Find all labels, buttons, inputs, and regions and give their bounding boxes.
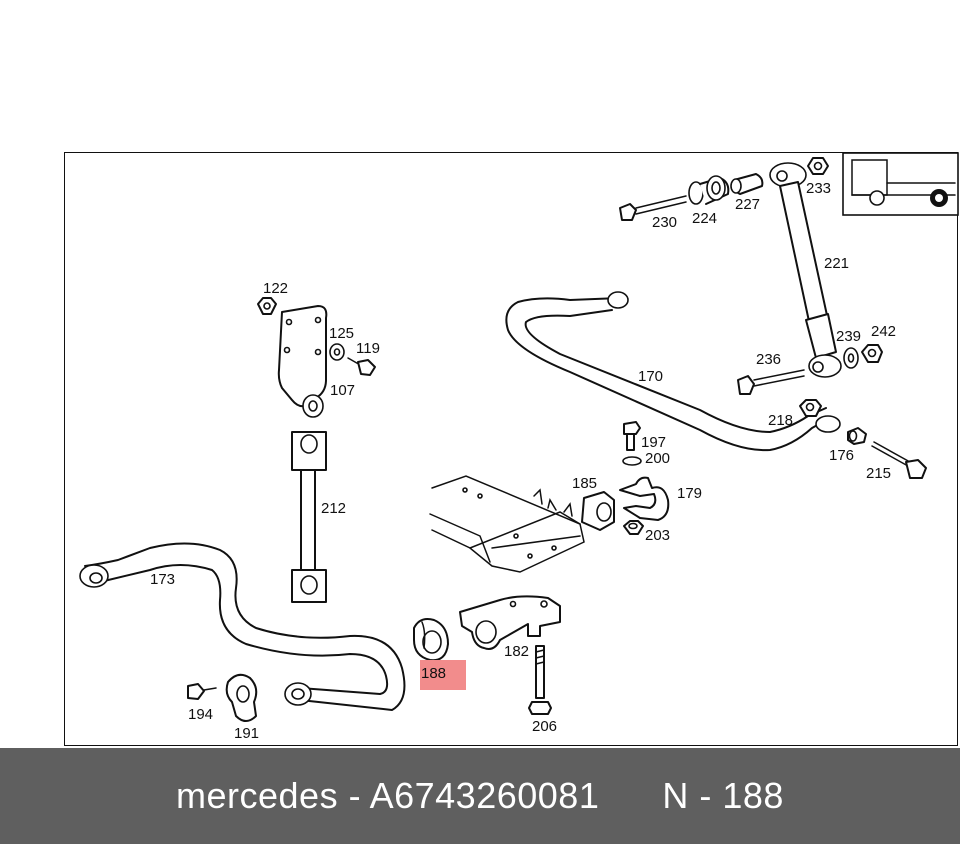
stabilizer-bar-173[interactable] [79,542,406,711]
callout-194[interactable]: 194 [188,706,213,723]
part-number: A6743260081 [369,775,600,816]
callout-206[interactable]: 206 [532,718,557,735]
bearing-bracket-182[interactable] [459,595,561,650]
callout-179[interactable]: 179 [677,485,702,502]
washer-125[interactable] [329,343,345,361]
stabilizer-bar-170[interactable] [505,291,841,452]
clamp-191[interactable] [225,673,258,722]
bolt-236[interactable] [737,369,805,395]
shock-absorber-221[interactable] [769,162,842,378]
nut-218[interactable] [799,399,822,417]
bracket-107[interactable] [277,305,328,418]
bushing-188[interactable] [413,618,449,662]
nut-233[interactable] [807,157,829,175]
callout-233[interactable]: 233 [806,180,831,197]
callout-212[interactable]: 212 [321,500,346,517]
position-number: 188 [722,775,784,816]
washer-239[interactable] [843,347,859,369]
callout-176[interactable]: 176 [829,447,854,464]
callout-200[interactable]: 200 [645,450,670,467]
callout-119[interactable]: 119 [356,340,380,357]
callout-122[interactable]: 122 [263,280,288,297]
callout-227[interactable]: 227 [735,196,760,213]
part-info-text: mercedes - A6743260081 N - 188 [176,775,784,817]
callout-188[interactable]: 188 [421,665,446,682]
bushing-176[interactable] [847,427,867,445]
vehicle-axle-inset-icon [842,152,959,216]
nut-242[interactable] [861,344,883,363]
callout-125[interactable]: 125 [329,325,354,342]
bolt-206[interactable] [528,645,552,715]
selected-part-highlight [420,660,466,690]
sleeve-227[interactable] [730,173,764,195]
callout-203[interactable]: 203 [645,527,670,544]
washer-200[interactable] [622,456,642,466]
link-rod-212[interactable] [291,431,327,603]
nut-122[interactable] [257,297,277,315]
part-info-footer: mercedes - A6743260081 N - 188 [0,748,960,844]
clamp-strap-179[interactable] [619,476,670,521]
callout-218[interactable]: 218 [768,412,793,429]
position-separator: - [699,775,712,816]
nut-203[interactable] [623,520,644,535]
callout-242[interactable]: 242 [871,323,896,340]
bushing-224[interactable] [688,175,730,205]
callout-230[interactable]: 230 [652,214,677,231]
bolt-197[interactable] [623,421,641,451]
callout-185[interactable]: 185 [572,475,597,492]
bolt-215[interactable] [871,441,927,479]
brand-separator: - [348,775,362,816]
callout-107[interactable]: 107 [330,382,355,399]
callout-215[interactable]: 215 [866,465,891,482]
callout-173[interactable]: 173 [150,571,175,588]
callout-191[interactable]: 191 [234,725,259,742]
bolt-230[interactable] [619,195,687,221]
callout-170[interactable]: 170 [638,368,663,385]
parts-diagram: 122 125 119 107 212 173 194 191 188 182 … [79,152,959,742]
bushing-185[interactable] [581,491,615,531]
position-prefix: N [662,775,689,816]
frame-rail [429,475,585,573]
bolt-119[interactable] [347,357,376,376]
callout-239[interactable]: 239 [836,328,861,345]
callout-236[interactable]: 236 [756,351,781,368]
bolt-194[interactable] [187,683,217,700]
callout-197[interactable]: 197 [641,434,666,451]
callout-182[interactable]: 182 [504,643,529,660]
callout-221[interactable]: 221 [824,255,849,272]
callout-224[interactable]: 224 [692,210,717,227]
brand-name: mercedes [176,775,339,816]
